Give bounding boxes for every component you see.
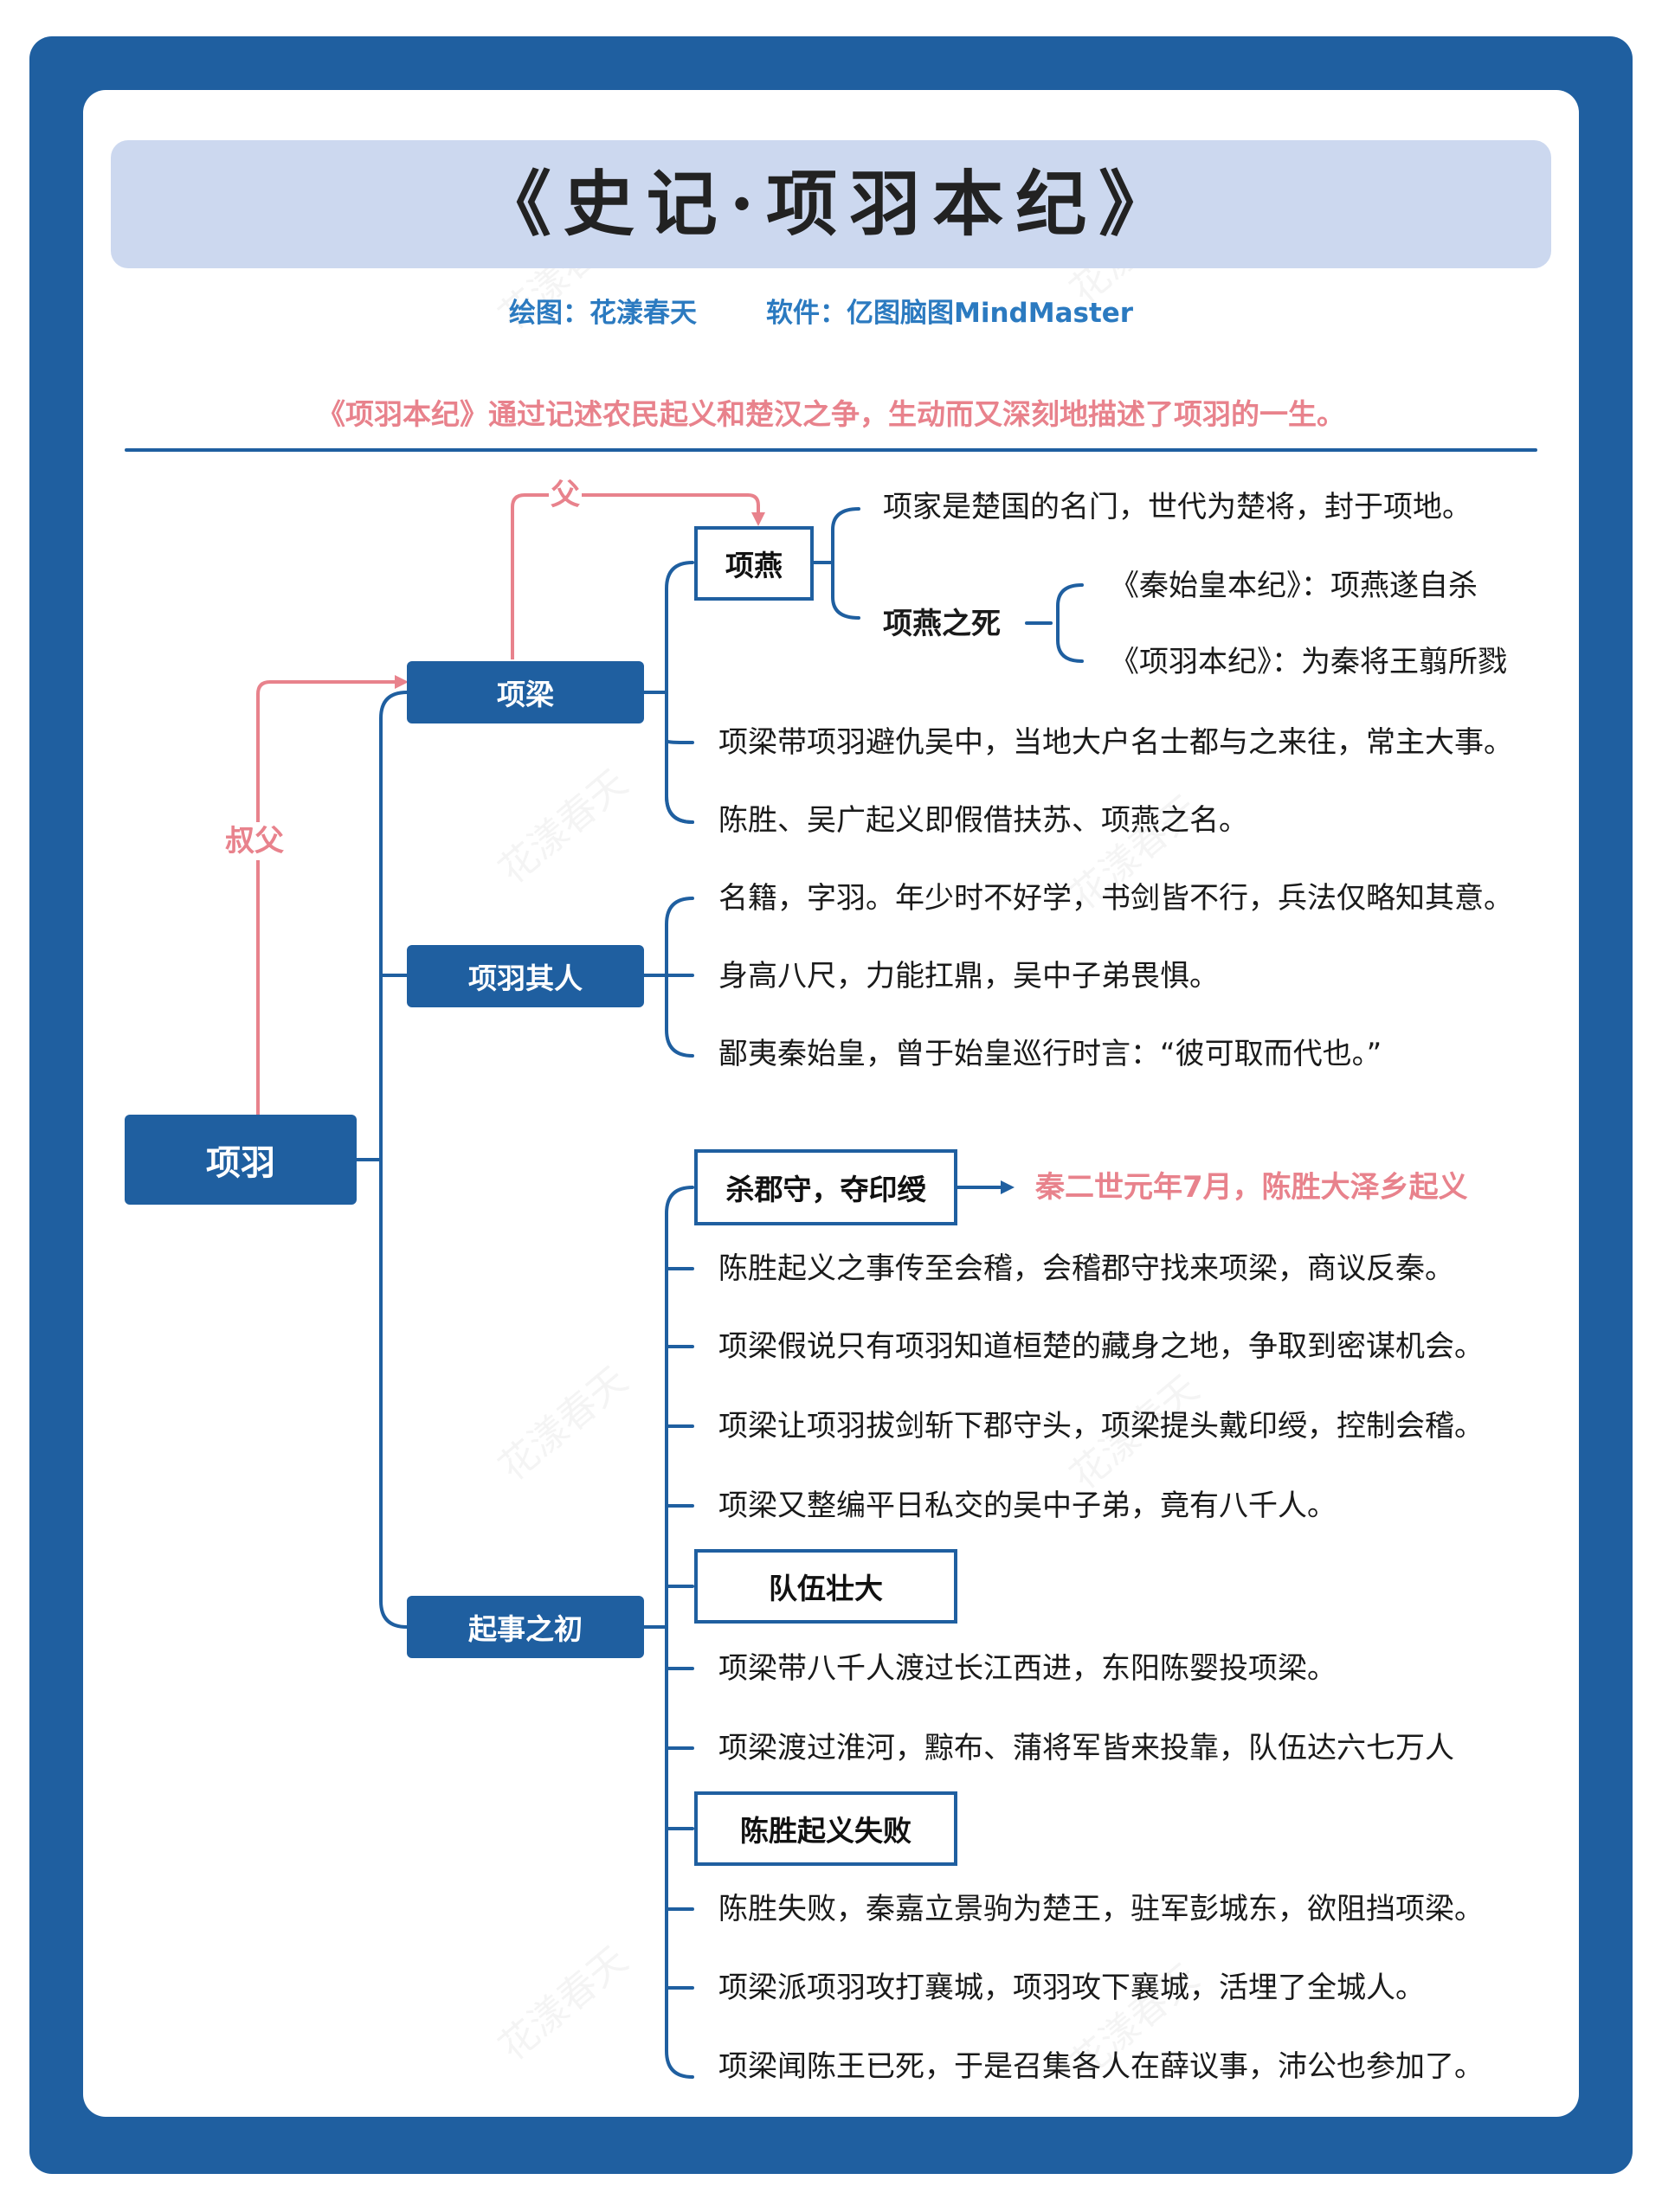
group-chensheng-fails[interactable]: 陈胜起义失败	[694, 1791, 957, 1866]
software-credit: 软件：亿图脑图MindMaster	[766, 298, 1134, 329]
xiangyan-trunk	[831, 507, 860, 620]
beginning-trunk	[665, 1186, 694, 2079]
group1-item-3: 项梁让项羽拔剑斩下郡守头，项梁提头戴印绶，控制会稽。	[718, 1409, 1484, 1444]
xiangyan-death-item-2: 《项羽本纪》：为秦将王翦所戮	[1110, 645, 1507, 679]
branch-beginning[interactable]: 起事之初	[407, 1596, 644, 1658]
person-item-2: 身高八尺，力能扛鼎，吴中子弟畏惧。	[718, 959, 1219, 993]
group1-item-4: 项梁又整编平日私交的吴中子弟，竟有八千人。	[718, 1489, 1337, 1523]
xiangyan-fact: 项家是楚国的名门，世代为楚将，封于项地。	[883, 490, 1472, 524]
person-item-3: 鄙夷秦始皇，曾于始皇巡行时言：“彼可取而代也。”	[718, 1037, 1382, 1071]
intro-text: 《项羽本纪》通过记述农民起义和楚汉之争，生动而又深刻地描述了项羽的一生。	[317, 397, 1345, 431]
xiangyan-death-label[interactable]: 项燕之死	[883, 607, 1001, 641]
group3-item-3: 项梁闻陈王已死，于是召集各人在薛议事，沛公也参加了。	[718, 2049, 1484, 2084]
xiangliang-tick-2	[665, 794, 694, 824]
group1-item-1: 陈胜起义之事传至会稽，会稽郡守找来项梁，商议反秦。	[718, 1251, 1454, 1286]
title-banner	[111, 140, 1551, 268]
group3-item-1: 陈胜失败，秦嘉立景驹为楚王，驻军彭城东，欲阻挡项梁。	[718, 1892, 1484, 1926]
group-kill-governor[interactable]: 杀郡守，夺印绶	[694, 1149, 957, 1225]
father-arrow-line	[511, 493, 760, 659]
group2-item-2: 项梁渡过淮河，黥布、蒲将军皆来投靠，队伍达六七万人	[718, 1731, 1454, 1765]
uncle-label: 叔父	[225, 822, 284, 860]
group1-item-2: 项梁假说只有项羽知道桓楚的藏身之地，争取到密谋机会。	[718, 1329, 1484, 1364]
group3-item-2: 项梁派项羽攻打襄城，项羽攻下襄城，活埋了全城人。	[718, 1971, 1425, 2005]
author-credit: 绘图：花漾春天	[509, 298, 697, 329]
group2-item-1: 项梁带八千人渡过长江西进，东阳陈婴投项梁。	[718, 1651, 1337, 1686]
content-card	[83, 90, 1579, 2117]
page-title: 《史记·项羽本纪》	[480, 163, 1182, 246]
father-arrow-head	[751, 512, 765, 526]
xiangliang-item-2: 陈胜、吴广起义即假借扶苏、项燕之名。	[718, 803, 1248, 838]
xiangliang-trunk	[665, 561, 694, 824]
root-node[interactable]: 项羽	[125, 1115, 357, 1205]
note-arrow-head	[1001, 1180, 1015, 1194]
main-trunk	[379, 691, 409, 1629]
xiangyan-box[interactable]: 项燕	[694, 526, 814, 601]
branch-xiangliang[interactable]: 项梁	[407, 661, 644, 723]
xiangliang-item-1: 项梁带项羽避仇吴中，当地大户名士都与之来往，常主大事。	[718, 725, 1513, 760]
group-army-grows[interactable]: 队伍壮大	[694, 1549, 957, 1624]
father-label: 父	[549, 478, 582, 512]
death-trunk	[1056, 583, 1084, 663]
person-item-1: 名籍，字羽。年少时不好学，书剑皆不行，兵法仅略知其意。	[718, 881, 1513, 916]
branch-person[interactable]: 项羽其人	[407, 945, 644, 1007]
xiangyan-death-item-1: 《秦始皇本纪》：项燕遂自杀	[1110, 569, 1478, 603]
uncle-arrow-line	[256, 680, 398, 1116]
xiangliang-tick-1	[665, 739, 694, 744]
uncle-arrow-head	[395, 675, 409, 689]
group-kill-governor-note: 秦二世元年7月，陈胜大泽乡起义	[1035, 1170, 1468, 1205]
